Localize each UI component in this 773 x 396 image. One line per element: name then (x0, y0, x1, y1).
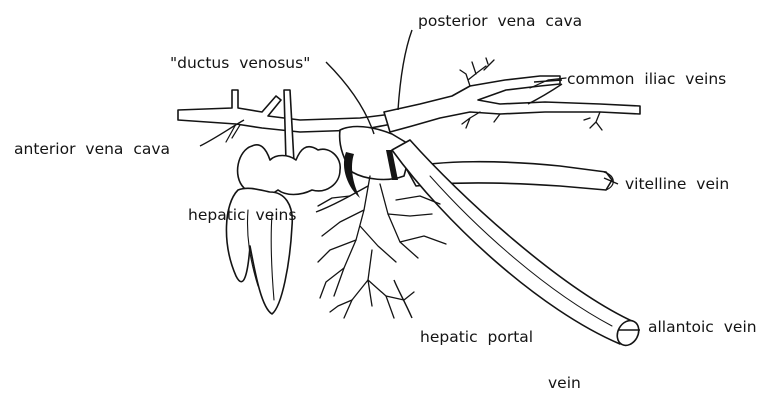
allantoic-vein-label: allantoic vein (648, 320, 757, 336)
hepatic-portal-network (318, 176, 446, 318)
hepatic-portal-label: hepatic portal (420, 330, 533, 346)
vitelline-vein-label: vitelline vein (625, 177, 729, 193)
common-iliac-veins-label: common iliac veins (567, 72, 726, 88)
posterior-vena-cava-label: posterior vena cava (418, 14, 582, 30)
hepatic-veins-label: hepatic veins (188, 208, 296, 224)
vein-label: vein (548, 376, 581, 392)
ductus-venosus-label: "ductus venosus" (170, 56, 310, 72)
anterior-vena-cava-label: anterior vena cava (14, 142, 170, 158)
